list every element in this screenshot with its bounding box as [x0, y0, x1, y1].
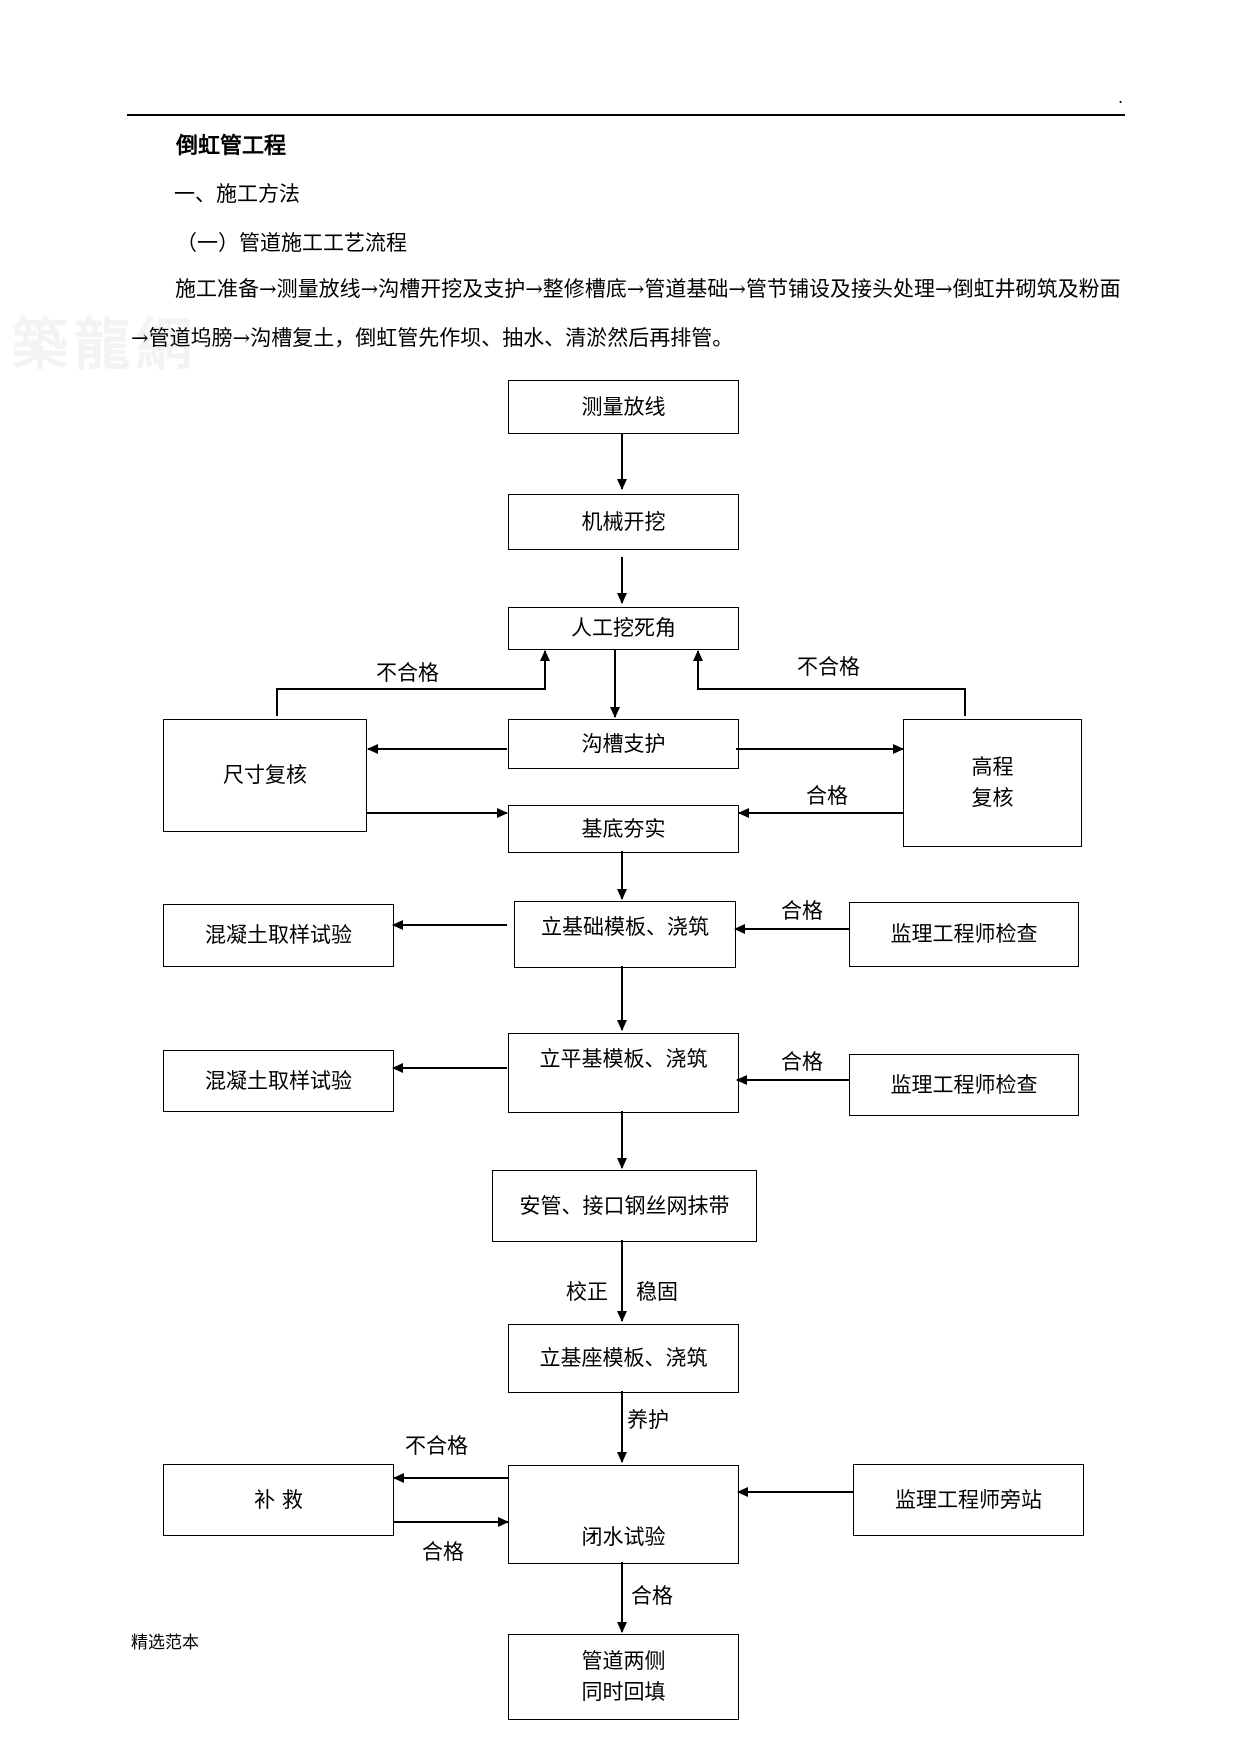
step-backfill: 管道两侧 同时回填 [508, 1634, 739, 1720]
step-trench-support: 沟槽支护 [508, 719, 739, 769]
step-elevation-check: 高程 复核 [903, 719, 1082, 847]
label-fail-remedy: 不合格 [405, 1434, 468, 1458]
label-pass-supervisor-2: 合格 [781, 1050, 823, 1074]
step-supervisor-check-2: 监理工程师检查 [849, 1054, 1079, 1116]
step-closed-water-test: 闭水试验 [508, 1465, 739, 1564]
label-pass-elevation: 合格 [806, 784, 848, 808]
step-manual-dig: 人工挖死角 [508, 607, 739, 650]
label-curing: 养护 [627, 1408, 669, 1432]
arrow-elevation-fail [693, 650, 966, 716]
footer-text: 精选范本 [131, 1633, 199, 1653]
label-stabilize: 稳固 [636, 1280, 678, 1304]
step-concrete-test-1: 混凝土取样试验 [163, 904, 394, 967]
step-seat-form: 立基座模板、浇筑 [508, 1324, 739, 1393]
label-pass-remedy: 合格 [422, 1540, 464, 1564]
step-concrete-test-2: 混凝土取样试验 [163, 1050, 394, 1112]
header-dot: . [1118, 88, 1124, 107]
section-heading: 一、施工方法 [174, 182, 300, 206]
label-correct: 校正 [566, 1280, 608, 1304]
step-machine-dig: 机械开挖 [508, 494, 739, 550]
step-flat-base-form: 立平基模板、浇筑 [508, 1033, 739, 1113]
step-pipe-install: 安管、接口钢丝网抹带 [492, 1170, 757, 1242]
step-supervisor-check-1: 监理工程师检查 [849, 902, 1079, 967]
step-foundation-form: 立基础模板、浇筑 [514, 901, 736, 968]
step-supervisor-standby: 监理工程师旁站 [853, 1464, 1084, 1536]
step-base-compact: 基底夯实 [508, 805, 739, 853]
label-pass-final: 合格 [631, 1584, 673, 1608]
label-fail-right: 不合格 [797, 655, 860, 679]
process-paragraph: 施工准备→测量放线→沟槽开挖及支护→整修槽底→管道基础→管节铺设及接头处理→倒虹… [131, 277, 1121, 350]
watermark: 築龍網 [12, 312, 198, 378]
step-survey: 测量放线 [508, 380, 739, 434]
header-rule [127, 114, 1125, 116]
label-fail-left: 不合格 [376, 661, 439, 685]
step-size-check: 尺寸复核 [163, 719, 367, 832]
document-title: 倒虹管工程 [176, 133, 287, 159]
arrow-size-fail [276, 650, 550, 716]
label-pass-supervisor-1: 合格 [781, 899, 823, 923]
step-remedy: 补 救 [163, 1464, 394, 1536]
subsection-heading: （一）管道施工工艺流程 [176, 231, 407, 255]
